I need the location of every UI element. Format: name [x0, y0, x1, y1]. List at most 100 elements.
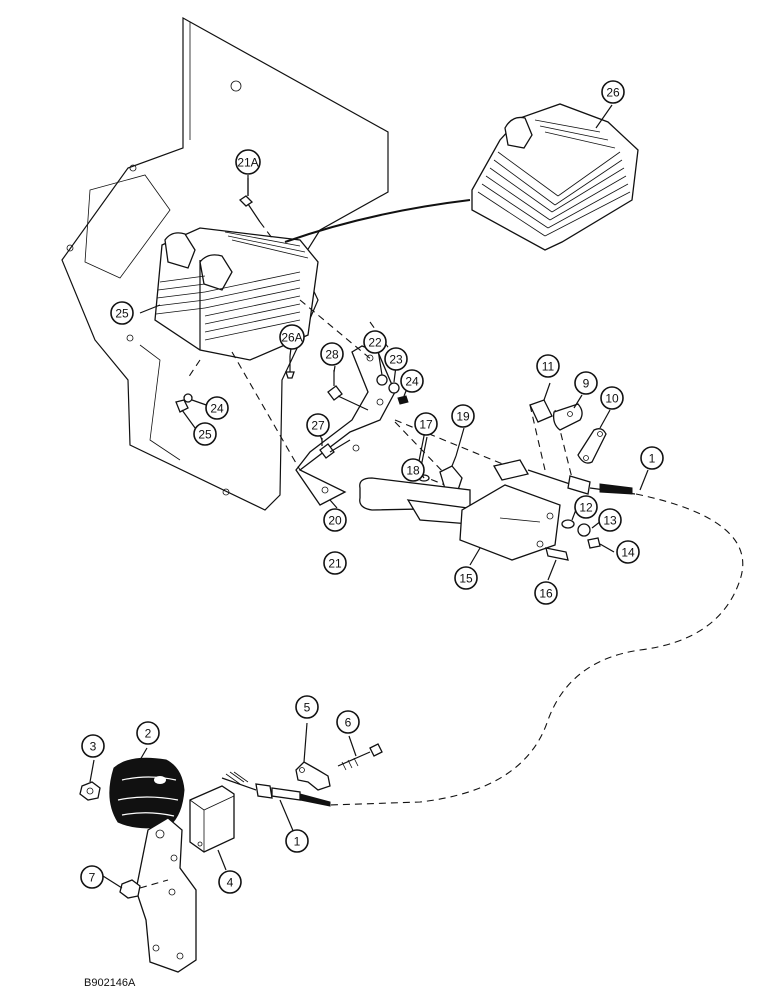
- callout-3: 3: [81, 734, 105, 758]
- boot-leader-line: [284, 199, 471, 243]
- callout-label: 5: [304, 701, 311, 715]
- callout-circle: [81, 734, 105, 758]
- callout-22: 22: [363, 330, 387, 354]
- callout-11: 11: [536, 354, 560, 378]
- callout-24: 24: [400, 369, 424, 393]
- bolt-28: [319, 438, 351, 459]
- callout-circle: [401, 458, 425, 482]
- plate-10: [577, 428, 607, 464]
- callout-label: 7: [89, 871, 96, 885]
- callout-circle: [323, 508, 347, 532]
- callout-circle: [451, 404, 475, 428]
- callout-label: 3: [90, 740, 97, 754]
- callout-21a: 21A: [235, 149, 261, 175]
- callout-label: 14: [621, 546, 635, 560]
- callout-circle: [295, 695, 319, 719]
- callout-circle: [323, 551, 347, 575]
- callout-13: 13: [598, 508, 622, 532]
- callout-circle: [601, 80, 625, 104]
- callout-circle: [454, 566, 478, 590]
- callout-circle: [534, 581, 558, 605]
- callout-label: 1: [649, 452, 656, 466]
- callout-label: 1: [294, 835, 301, 849]
- callout-circle: [598, 508, 622, 532]
- bracket-plate-lower: [135, 817, 197, 973]
- clevis-upper: [493, 459, 636, 495]
- callout-label: 6: [345, 716, 352, 730]
- screw-22: [238, 178, 273, 239]
- callout-2: 2: [136, 721, 160, 745]
- washers-upper: [376, 374, 409, 405]
- callout-label: 13: [603, 514, 617, 528]
- callout-label: 22: [368, 336, 382, 350]
- callout-circle: [640, 446, 664, 470]
- callout-label: 16: [539, 587, 553, 601]
- callout-label: 4: [227, 876, 234, 890]
- callout-label: 24: [405, 375, 419, 389]
- callout-label: 26A: [281, 331, 302, 345]
- bushing-11: [529, 399, 553, 423]
- callout-label: 20: [328, 514, 342, 528]
- callout-circle: [193, 422, 217, 446]
- callout-circle: [218, 870, 242, 894]
- callout-label: 12: [579, 501, 593, 515]
- screw-27: [285, 356, 295, 379]
- callout-label: 2: [145, 727, 152, 741]
- callout-label: 23: [389, 353, 403, 367]
- callout-7: 7: [80, 865, 104, 889]
- callout-circle: [363, 330, 387, 354]
- callout-circle: [600, 386, 624, 410]
- callout-12: 12: [574, 495, 598, 519]
- callout-circle: [320, 342, 344, 366]
- pedal-boot-26A: [471, 103, 639, 251]
- callout-label: 28: [325, 348, 339, 362]
- nuts-left: [175, 393, 193, 413]
- callout-27: 27: [306, 413, 330, 437]
- callout-6: 6: [336, 710, 360, 734]
- clamp-5: [295, 761, 331, 791]
- nut-7: [119, 879, 169, 899]
- figure-id: B902146A: [84, 977, 136, 989]
- callout-circle: [306, 413, 330, 437]
- bracket-21: [295, 299, 396, 506]
- callout-circle: [136, 721, 160, 745]
- callout-label: 19: [456, 410, 470, 424]
- bolt-12: [327, 370, 369, 411]
- callout-label: 11: [542, 360, 555, 374]
- callout-label: 21: [328, 557, 342, 571]
- callout-17: 17: [414, 412, 438, 436]
- callout-label: 18: [406, 464, 420, 478]
- hardware-13-14-15: [561, 519, 601, 549]
- callout-circle: [414, 412, 438, 436]
- callout-label: 25: [198, 428, 212, 442]
- callout-21: 21: [323, 551, 347, 575]
- pedal-boot-26: [154, 227, 319, 361]
- callout-26a: 26A: [279, 324, 305, 350]
- callout-10: 10: [600, 386, 624, 410]
- callout-label: 9: [583, 377, 590, 391]
- callout-circle: [279, 324, 305, 350]
- callout-circle: [235, 149, 261, 175]
- callout-16: 16: [534, 581, 558, 605]
- boot-2: [109, 757, 185, 829]
- callout-18: 18: [401, 458, 425, 482]
- callout-circle: [574, 495, 598, 519]
- callout-4: 4: [218, 870, 242, 894]
- callout-circle: [384, 347, 408, 371]
- callout-label: 10: [605, 392, 619, 406]
- callout-circle: [205, 396, 229, 420]
- nut-3: [79, 781, 101, 801]
- callout-circle: [536, 354, 560, 378]
- callout-circle: [110, 301, 134, 325]
- lever-16: [359, 477, 561, 561]
- callout-15: 15: [454, 566, 478, 590]
- callout-28: 28: [320, 342, 344, 366]
- block-4: [189, 785, 235, 853]
- callout-23: 23: [384, 347, 408, 371]
- pin-17: [545, 547, 569, 561]
- callout-label: 21A: [237, 156, 258, 170]
- callout-label: 27: [311, 419, 325, 433]
- floor-plate: [61, 16, 389, 511]
